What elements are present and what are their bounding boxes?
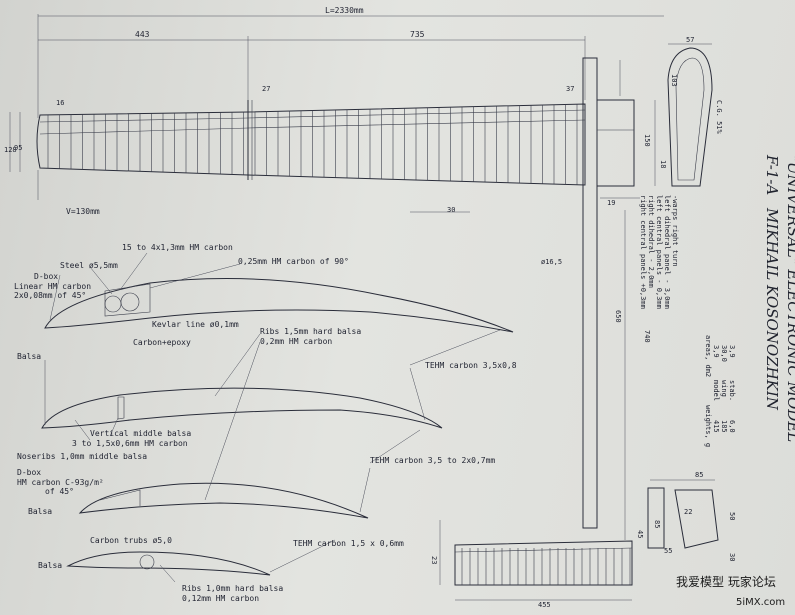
callout-kevlar: Kevlar line ø0,1mm (152, 320, 239, 329)
callout-hm-carbon: 0,2mm HM carbon (260, 337, 332, 346)
note-4: right dihedral - 2,0mm (647, 195, 655, 288)
watermark: 我爱模型 玩家论坛 5iMX.com (676, 574, 785, 608)
callout-carbon-tubes: Carbon trubs ø5,0 (90, 536, 172, 545)
callout-dbox-2: D-box (17, 468, 41, 477)
table-cell: model (712, 380, 720, 401)
callout-balsa-2: Balsa (28, 507, 52, 516)
callout-dbox: D-box (34, 272, 58, 281)
fin-view: 57 103 150 18 C.G. 51% (643, 36, 723, 187)
callout-tehm-3: TEHM carbon 1,5 x 0,6mm (293, 539, 404, 548)
title-block: F-1-A MIKHAIL KOSONOZHKIN "UNIVERSAL" EL… (763, 154, 795, 442)
dim-stab-h: 85 (695, 471, 703, 479)
specs-table: areas, dm2 weights, g 3,9 model 415 30,0… (704, 335, 736, 447)
callout-carbon-012: 0,12mm HM carbon (182, 594, 259, 603)
dim-stab-e: 85 (653, 520, 661, 528)
callout-carbon-epoxy: Carbon+epoxy (133, 338, 191, 347)
callout-linear-carbon: Linear HM carbon (14, 282, 91, 291)
dim-spar-offset: 30 (447, 206, 455, 214)
stab-ribs (461, 548, 631, 585)
dim-v-angle: V=130mm (66, 207, 100, 216)
dim-stab-c: 50 (728, 512, 736, 520)
dim-stab-b: 30 (728, 553, 736, 561)
title-model: "UNIVERSAL" ELECTRONIC MODEL (784, 155, 795, 442)
callouts: 15 to 4x1,3mm HM carbon Steel ø5,5mm 0,2… (14, 243, 517, 603)
note-2: left dihedral panel - 3,0mm (663, 195, 671, 309)
callout-balsa-1: Balsa (17, 352, 41, 361)
dim-tip-height: 16 (56, 99, 64, 107)
watermark-url: 5iMX.com (736, 597, 785, 608)
notes-block: -warps right turn left dihedral panel - … (639, 195, 679, 309)
table-cell: 185 (720, 420, 728, 433)
dim-boom-dia: ø16,5 (541, 258, 562, 266)
watermark-cn: 我爱模型 玩家论坛 (676, 574, 776, 589)
dim-boom-len1: 650 (614, 310, 622, 323)
callout-tehm-2: TEHM carbon 3,5 to 2x0,7mm (370, 456, 495, 465)
table-header-weights: weights, g (704, 405, 712, 447)
table-cell: 3,9 (712, 345, 720, 358)
dim-mid-height: 27 (262, 85, 270, 93)
wing-planform: L=2330mm 443 735 16 27 37 128 95 V=130mm… (4, 6, 664, 216)
table-cell: 3,9 (728, 345, 736, 358)
title-designer: MIKHAIL KOSONOZHKIN (763, 207, 781, 411)
callout-45: 2x0,08mm of 45° (14, 291, 86, 300)
dim-inner-panel: 443 (135, 30, 150, 39)
dim-stab-d: 45 (636, 530, 644, 538)
callout-tehm-1: TEHM carbon 3,5x0,8 (425, 361, 517, 370)
wing-ribs (47, 104, 578, 185)
callout-carbon-c93: HM carbon C-93g/m² (17, 478, 104, 487)
dim-stab-w: 55 (664, 547, 672, 555)
table-cell: 30,0 (720, 345, 728, 362)
callout-vertical-balsa: Vertical middle balsa (90, 429, 191, 438)
dim-outer-panel: 735 (410, 30, 425, 39)
note-1: -warps right turn (671, 195, 679, 267)
note-5: right central panels +0,3mm (639, 195, 647, 309)
airfoil-section-2 (41, 387, 443, 429)
title-class: F-1-A (763, 154, 781, 195)
stab-side-view: 85 55 22 30 50 45 85 (636, 471, 736, 561)
dim-fuselage-h2: 150 (643, 134, 651, 147)
dim-stab-root: 23 (430, 556, 438, 564)
dim-fuselage-h1: 103 (670, 74, 678, 87)
table-cell: wing (720, 380, 728, 397)
fuselage-side-view: 19 ø16,5 650 740 (541, 57, 656, 540)
table-cell: 415 (712, 420, 720, 433)
dim-rib-spacing: 95 (14, 144, 22, 152)
stabilizer-planform: 455 23 (430, 520, 633, 609)
dim-root-chord: 128 (4, 146, 17, 154)
table-cell: stab. (728, 380, 736, 401)
dim-tip-end: 37 (566, 85, 574, 93)
dim-total-span: L=2330mm (325, 6, 364, 15)
dim-fuselage-top: 57 (686, 36, 694, 44)
callout-ribs-2: Ribs 1,0mm hard balsa (182, 584, 283, 593)
callout-balsa-3: Balsa (38, 561, 62, 570)
callout-carbon-strips: 15 to 4x1,3mm HM carbon (122, 243, 233, 252)
dim-fuselage-h3: 18 (659, 160, 667, 168)
table-cell: 6,0 (728, 420, 736, 433)
dim-stab-a: 22 (684, 508, 692, 516)
dim-fuselage-w: 19 (607, 199, 615, 207)
callout-ribs: Ribs 1,5mm hard balsa (260, 327, 361, 336)
callout-carbon-strip: 3 to 1,5x0,6mm HM carbon (72, 439, 188, 448)
cg-label: C.G. 51% (715, 100, 723, 135)
callout-carbon-90: 0,25mm HM carbon of 90° (238, 257, 349, 266)
airfoil-section-4 (66, 551, 271, 576)
callout-noseribs: Noseribs 1,0mm middle balsa (17, 452, 147, 461)
note-3: left central panels - 0,3mm (655, 195, 663, 309)
table-header-areas: areas, dm2 (704, 335, 712, 377)
leader-lines (44, 252, 501, 583)
dim-boom-len2: 740 (643, 330, 651, 343)
dim-stab-span: 455 (538, 601, 551, 609)
airfoil-section-1 (44, 278, 514, 333)
callout-45-2: of 45° (45, 487, 74, 496)
airfoil-section-3 (78, 482, 369, 519)
callout-steel: Steel ø5,5mm (60, 261, 118, 270)
